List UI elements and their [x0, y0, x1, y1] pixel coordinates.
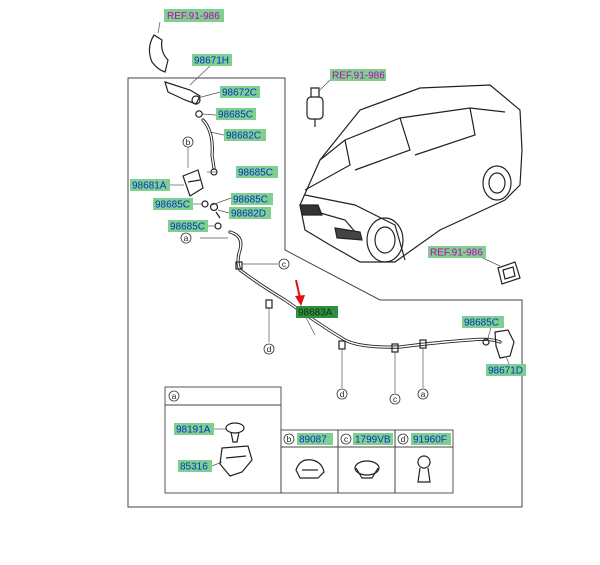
svg-text:a: a	[172, 391, 177, 401]
svg-text:a: a	[184, 233, 189, 243]
label-98685C-6: 98685C	[462, 316, 504, 329]
vehicle-illustration	[299, 84, 523, 263]
top-nozzle-part	[148, 34, 169, 73]
part-85316-text: 85316	[180, 462, 208, 473]
callout-leaders	[187, 146, 424, 393]
svg-text:a: a	[421, 389, 426, 399]
svg-text:d: d	[267, 344, 272, 354]
part-1799VB-text: 1799VB	[355, 435, 391, 446]
label-98191A: 98191A	[174, 423, 214, 436]
part-98672C-text: 98672C	[222, 88, 257, 99]
part-98685C-5-text: 98685C	[170, 222, 205, 233]
part-98685C-2-text: 98685C	[238, 168, 273, 179]
detail-box-b: b 89087	[280, 429, 339, 494]
clip-98685C-5-part	[214, 222, 222, 230]
label-98681A: 98681A	[130, 179, 170, 192]
label-ref-right: REF.91-986	[428, 246, 486, 259]
label-ref-pump: REF.91-986	[330, 69, 386, 82]
part-98681A-text: 98681A	[132, 181, 167, 192]
label-89087: 89087	[297, 433, 333, 446]
label-ref-top: REF.91-986	[164, 9, 224, 22]
svg-text:d: d	[340, 389, 345, 399]
right-nozzle-cap-part	[497, 261, 521, 285]
washer-pump-part	[306, 87, 324, 127]
ref-leader-top	[157, 21, 161, 34]
right-nozzle-assembly-part	[482, 329, 515, 359]
detail-c-callout: c	[340, 433, 352, 445]
part-98191A-text: 98191A	[176, 425, 211, 436]
part-91960F-text: 91960F	[413, 435, 447, 446]
detail-b-callout: b	[283, 433, 295, 445]
label-98672C: 98672C	[220, 86, 260, 99]
detail-box-a: a 98191A 85316	[164, 386, 282, 494]
callout-a-main-2: a	[417, 388, 429, 400]
part-98671H-text: 98671H	[194, 56, 229, 67]
clip-89087-part	[295, 459, 325, 479]
ref-top-text: REF.91-986	[167, 11, 220, 22]
svg-text:c: c	[282, 259, 287, 269]
ref-pump-text: REF.91-986	[332, 71, 385, 82]
callout-a-main: a	[180, 232, 192, 244]
detail-box-d: d 91960F	[394, 429, 454, 494]
ref-leader-pump	[317, 79, 331, 93]
label-98671D: 98671D	[486, 364, 526, 377]
label-98685C-5: 98685C	[168, 220, 208, 233]
connector-98682D-part	[209, 202, 221, 219]
clip-91960F-part	[417, 455, 431, 483]
hose-clamp-85316-part	[219, 445, 253, 477]
detail-d-callout: d	[397, 433, 409, 445]
label-98682C: 98682C	[224, 129, 266, 142]
label-98671H: 98671H	[192, 54, 232, 67]
label-leaders	[170, 65, 510, 365]
part-98683A-text: 98683A	[298, 308, 333, 319]
svg-text:c: c	[344, 434, 349, 444]
part-98682D-text: 98682D	[231, 209, 266, 220]
label-98682D: 98682D	[229, 207, 271, 220]
callout-c-main-2: c	[389, 393, 401, 405]
callout-c-main-1: c	[278, 258, 290, 270]
short-hose-98682C-inner	[202, 119, 215, 169]
part-98685C-1-text: 98685C	[218, 110, 253, 121]
label-85316: 85316	[178, 460, 212, 473]
upper-connector-part	[164, 81, 203, 118]
part-98685C-4-text: 98685C	[233, 195, 268, 206]
check-valve-part	[182, 169, 204, 197]
part-98671D-text: 98671D	[488, 366, 523, 377]
label-1799VB: 1799VB	[353, 433, 393, 446]
detail-a-callout: a	[168, 390, 180, 402]
clip-1799VB-part	[354, 460, 380, 479]
push-clip-98191A-part	[225, 422, 245, 443]
svg-text:b: b	[287, 434, 292, 444]
label-98685C-1: 98685C	[216, 108, 256, 121]
ref-right-text: REF.91-986	[430, 248, 483, 259]
callout-d-main-1: d	[263, 343, 275, 355]
label-98685C-3: 98685C	[153, 198, 193, 211]
label-98685C-4: 98685C	[231, 193, 273, 206]
red-arrow	[295, 279, 305, 306]
svg-text:c: c	[393, 394, 398, 404]
callout-circles: b a c d d c a	[180, 136, 429, 405]
callout-b-main: b	[182, 136, 194, 148]
main-hose-98683A-inner	[229, 231, 501, 348]
svg-text:b: b	[186, 137, 191, 147]
label-98683A[interactable]: 98683A	[296, 306, 338, 319]
callout-d-main-2: d	[336, 388, 348, 400]
assembly-frame	[127, 77, 523, 508]
part-89087-text: 89087	[299, 435, 327, 446]
label-98685C-2: 98685C	[236, 166, 278, 179]
label-91960F: 91960F	[411, 433, 451, 446]
part-98685C-6-text: 98685C	[464, 318, 499, 329]
part-98682C-text: 98682C	[226, 131, 261, 142]
detail-box-c: c 1799VB	[337, 429, 396, 494]
svg-text:d: d	[401, 434, 406, 444]
clip-98685C-3-part	[201, 200, 209, 208]
part-98685C-3-text: 98685C	[155, 200, 190, 211]
